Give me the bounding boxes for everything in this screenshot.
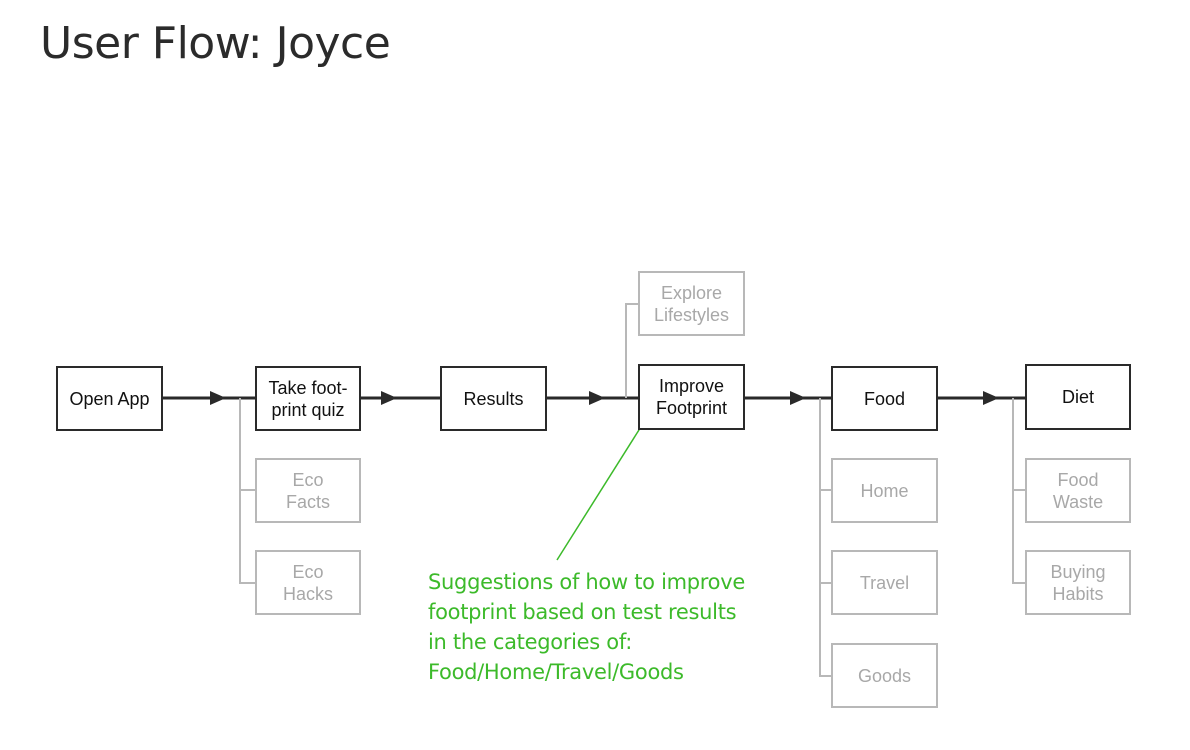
node-eco-hacks-label: Eco Hacks xyxy=(282,561,333,604)
node-improve-footprint-label: Improve Footprint xyxy=(655,376,728,418)
arrowhead-1 xyxy=(210,391,226,405)
node-travel-label: Travel xyxy=(859,572,910,593)
node-explore-lifestyles-label: Explore Lifestyles xyxy=(653,282,730,325)
node-explore-lifestyles: Explore Lifestyles xyxy=(638,271,745,336)
node-eco-facts: Eco Facts xyxy=(255,458,361,523)
node-goods: Goods xyxy=(831,643,938,708)
node-diet: Diet xyxy=(1025,364,1131,430)
node-food-label: Food xyxy=(863,388,906,409)
node-improve-footprint: Improve Footprint xyxy=(638,364,745,430)
node-food-waste: Food Waste xyxy=(1025,458,1131,523)
node-goods-label: Goods xyxy=(857,665,912,686)
node-open-app: Open App xyxy=(56,366,163,431)
node-buying-habits: Buying Habits xyxy=(1025,550,1131,615)
node-eco-hacks: Eco Hacks xyxy=(255,550,361,615)
node-buying-habits-label: Buying Habits xyxy=(1050,561,1106,604)
arrowhead-5 xyxy=(983,391,999,405)
node-home-label: Home xyxy=(860,480,909,501)
node-home: Home xyxy=(831,458,938,523)
node-food: Food xyxy=(831,366,938,431)
note-pointer-line xyxy=(556,421,645,561)
node-diet-label: Diet xyxy=(1061,387,1094,407)
node-results-label: Results xyxy=(463,388,524,409)
annotation-note: Suggestions of how to improve footprint … xyxy=(428,570,745,684)
node-eco-facts-label: Eco Facts xyxy=(285,469,330,512)
node-open-app-label: Open App xyxy=(69,388,150,409)
arrowhead-3 xyxy=(589,391,605,405)
node-food-waste-label: Food Waste xyxy=(1052,469,1104,512)
arrowhead-2 xyxy=(381,391,397,405)
page-title: User Flow: Joyce xyxy=(40,18,391,69)
arrowhead-4 xyxy=(790,391,806,405)
node-take-quiz: Take foot- print quiz xyxy=(255,366,361,431)
node-take-quiz-label: Take foot- print quiz xyxy=(268,377,348,420)
node-travel: Travel xyxy=(831,550,938,615)
node-results: Results xyxy=(440,366,547,431)
